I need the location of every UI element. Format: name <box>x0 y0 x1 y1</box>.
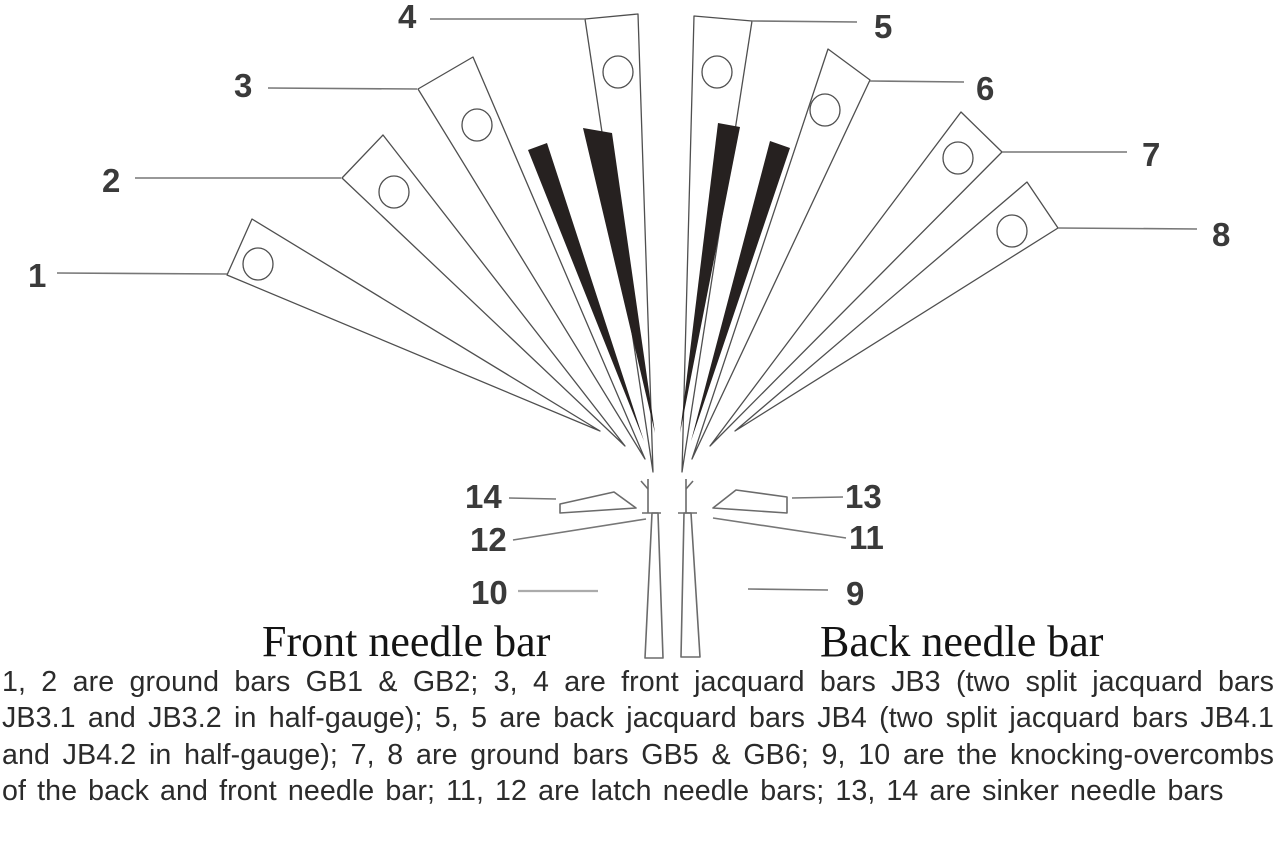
callout-11: 11 <box>849 519 884 556</box>
callout-2: 2 <box>102 162 120 199</box>
figure-caption: 1, 2 are ground bars GB1 & GB2; 3, 4 are… <box>2 666 1274 808</box>
needle-bar-assembly <box>559 479 788 659</box>
front-needle-bar <box>644 512 664 659</box>
leader-14 <box>508 497 557 500</box>
latch-needle-12 <box>640 479 661 514</box>
leader-3 <box>267 87 418 90</box>
guide-bar-3-hole <box>461 108 493 142</box>
leader-8 <box>1057 227 1198 230</box>
guide-bar-2-hole <box>378 175 410 209</box>
jacquard-bar-jb4-1 <box>680 123 740 433</box>
jacquard-bar-jb4-2 <box>691 141 790 441</box>
callout-labels: 1 2 3 4 5 6 7 8 14 13 12 11 10 9 <box>28 0 1230 612</box>
leader-6 <box>869 80 965 83</box>
guide-bar-1 <box>226 218 601 432</box>
callout-leaders <box>56 18 1198 593</box>
callout-6: 6 <box>976 70 994 107</box>
latch-needle-11 <box>678 479 697 514</box>
guide-bar-4-hole <box>602 55 634 89</box>
callout-14: 14 <box>465 478 502 515</box>
guide-bar-1-hole <box>242 247 274 281</box>
back-needle-bar-label: Back needle bar <box>820 617 1104 660</box>
callout-5: 5 <box>874 8 892 45</box>
back-needle-bar <box>680 512 701 658</box>
leader-1 <box>56 272 228 275</box>
leader-9 <box>747 588 829 591</box>
sinker-bar-14 <box>559 491 637 514</box>
callout-8: 8 <box>1212 216 1230 253</box>
guide-bar-7 <box>709 111 1003 447</box>
front-needle-bar-label: Front needle bar <box>262 617 551 660</box>
guide-bar-6-hole <box>809 93 841 127</box>
jacquard-bar-jb3-2 <box>583 128 655 433</box>
jacquard-bar-jb3-1 <box>528 143 644 441</box>
guide-bar-2 <box>341 134 626 447</box>
callout-10: 10 <box>471 574 508 611</box>
leader-13 <box>791 496 844 499</box>
guide-bar-8-hole <box>996 214 1028 248</box>
sinker-bar-13 <box>712 489 788 514</box>
callout-3: 3 <box>234 67 252 104</box>
leader-12 <box>512 518 647 541</box>
leader-11 <box>712 517 847 539</box>
guide-bar-8 <box>734 181 1059 432</box>
guide-bar-5-hole <box>701 55 733 89</box>
guide-bar-fan <box>226 13 1059 473</box>
guide-bar-3 <box>417 56 646 460</box>
callout-7: 7 <box>1142 136 1160 173</box>
leader-5 <box>751 20 858 23</box>
guide-bar-diagram: 1 2 3 4 5 6 7 8 14 13 12 11 10 9 Front n… <box>28 0 1230 660</box>
callout-12: 12 <box>470 521 507 558</box>
callout-1: 1 <box>28 257 46 294</box>
guide-bar-7-hole <box>942 141 974 175</box>
callout-4: 4 <box>398 0 417 35</box>
callout-9: 9 <box>846 575 864 612</box>
callout-13: 13 <box>845 478 882 515</box>
guide-bar-6 <box>691 48 871 460</box>
